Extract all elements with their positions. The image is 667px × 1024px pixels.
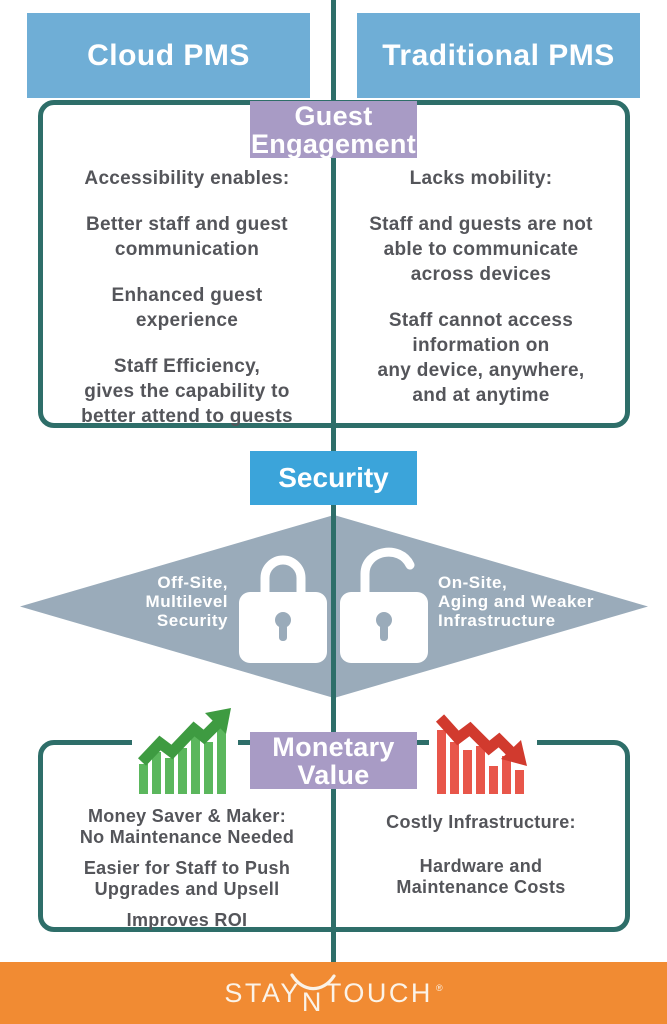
monetary-traditional-heading: Costly Infrastructure:: [386, 812, 576, 832]
stayntouch-logo: STAY N TOUCH ®: [224, 972, 443, 1017]
guest-cloud-column: Accessibility enables: Better staff and …: [48, 166, 326, 450]
monetary-cloud-point: Easier for Staff to Push Upgrades and Up…: [83, 858, 291, 899]
padlock-closed-icon: [239, 555, 327, 663]
security-label: Security: [250, 451, 417, 505]
registered-mark: ®: [435, 982, 443, 993]
footer-bar: STAY N TOUCH ®: [0, 962, 667, 1024]
decline-chart-icon: [429, 702, 537, 800]
guest-cloud-heading: Accessibility enables:: [84, 168, 290, 189]
logo-touch-text: TOUCH: [324, 977, 433, 1008]
padlock-open-icon: [340, 547, 428, 663]
guest-traditional-point: Staff cannot access information on any d…: [377, 310, 585, 406]
monetary-cloud-point: Improves ROI: [126, 910, 248, 930]
cloud-pms-header: Cloud PMS: [27, 13, 310, 98]
guest-traditional-heading: Lacks mobility:: [409, 168, 553, 189]
monetary-traditional-column: Costly Infrastructure: Hardware and Main…: [342, 812, 620, 921]
guest-traditional-column: Lacks mobility: Staff and guests are not…: [342, 166, 620, 429]
logo-n-wrap: N: [290, 972, 336, 1018]
growth-chart-icon: [132, 702, 238, 800]
logo-n-text: N: [301, 986, 324, 1017]
security-traditional-caption: On-Site, Aging and Weaker Infrastructure: [438, 573, 594, 630]
guest-engagement-label: Guest Engagement: [250, 100, 417, 159]
monetary-cloud-point: Money Saver & Maker: No Maintenance Need…: [79, 806, 295, 847]
guest-cloud-point: Staff Efficiency, gives the capability t…: [81, 356, 293, 427]
logo-swoosh-icon: [290, 972, 336, 990]
guest-cloud-point: Better staff and guest communication: [86, 214, 288, 260]
security-cloud-caption: Off-Site, Multilevel Security: [145, 573, 228, 630]
traditional-pms-header: Traditional PMS: [357, 13, 640, 98]
monetary-traditional-point: Hardware and Maintenance Costs: [396, 856, 566, 897]
monetary-value-label: Monetary Value: [250, 732, 417, 789]
logo-stay-text: STAY: [224, 977, 301, 1008]
guest-traditional-point: Staff and guests are not able to communi…: [369, 214, 593, 285]
monetary-cloud-column: Money Saver & Maker: No Maintenance Need…: [48, 806, 326, 941]
guest-cloud-point: Enhanced guest experience: [111, 285, 263, 331]
